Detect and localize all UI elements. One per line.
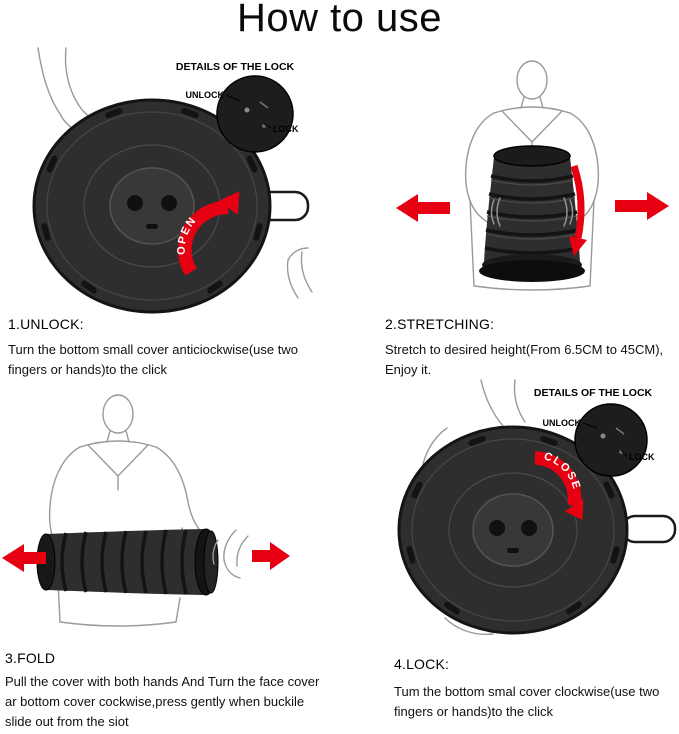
stool-seat-top-view <box>32 98 272 314</box>
stool-handle <box>621 514 677 544</box>
stretch-direction-arrow <box>569 164 587 256</box>
lock-detail-circle <box>574 403 648 477</box>
step-body-lock: Tum the bottom smal cover clockwise(use … <box>394 684 660 719</box>
gripping-hands-sketch <box>490 197 574 227</box>
right-arrow <box>615 192 669 220</box>
small-cover <box>472 493 554 567</box>
hand-sketch-right <box>212 529 249 579</box>
folding-stool <box>479 145 585 282</box>
step-heading-fold: 3.FOLD <box>5 650 56 666</box>
step-heading-stretching: 2.STRETCHING: <box>385 316 495 332</box>
lock-detail-inset: DETAILS OF THE LOCK UNLOCK LOCK <box>176 61 299 153</box>
edge-slots <box>41 107 263 294</box>
folded-stool <box>36 528 219 596</box>
leg-sketch <box>419 379 526 636</box>
fold-illustration <box>2 394 290 627</box>
unlock-label: UNLOCK <box>543 418 582 428</box>
lock-label: LOCK <box>629 452 655 462</box>
step-heading-unlock: 1.UNLOCK: <box>8 316 84 332</box>
edge-slots <box>406 435 620 615</box>
page-title: How to use <box>236 0 443 40</box>
left-arrow <box>396 194 450 222</box>
right-arrow <box>252 542 290 570</box>
lock-detail-circle <box>216 75 294 153</box>
unlock-label: UNLOCK <box>186 90 225 100</box>
step-heading-lock: 4.LOCK: <box>394 656 450 672</box>
step-body-unlock: Turn the bottom small cover anticiockwis… <box>8 342 298 377</box>
lock-label: LOCK <box>273 124 299 134</box>
unlock-illustration: OPEN DETAILS OF THE LOCK UNLOCK LOCK <box>32 47 313 314</box>
small-cover <box>109 167 195 245</box>
lock-detail-title: DETAILS OF THE LOCK <box>176 61 295 73</box>
step-body-fold: Pull the cover with both hands And Turn … <box>5 674 320 729</box>
lock-illustration: CLOSE DETAILS OF THE LOCK UNLOCK LOCK <box>397 379 677 636</box>
stretching-illustration <box>396 60 669 291</box>
left-arrow <box>2 544 46 572</box>
step-body-stretching: Stretch to desired height(From 6.5CM to … <box>385 342 664 377</box>
lock-detail-title: DETAILS OF THE LOCK <box>534 387 653 399</box>
lock-detail-inset-2: DETAILS OF THE LOCK UNLOCK LOCK <box>534 387 655 477</box>
hand-sketch-bottom-right <box>286 247 313 299</box>
